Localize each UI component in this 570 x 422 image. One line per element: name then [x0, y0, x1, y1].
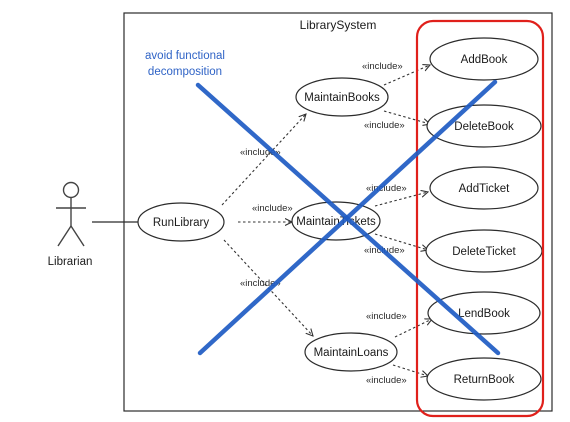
system-title: LibrarySystem — [300, 18, 377, 32]
include-label-books-add: «include» — [362, 61, 403, 72]
librarian-actor: Librarian — [48, 181, 93, 268]
use-case-label: DeleteTicket — [452, 246, 516, 258]
include-label-tickets-add: «include» — [366, 183, 407, 194]
include-arrow-loans-return — [392, 364, 428, 376]
include-arrow-tickets-add — [374, 192, 428, 207]
include-label-books-delete: «include» — [364, 120, 405, 131]
use-case-label: RunLibrary — [153, 217, 209, 229]
use-case-maintain-loans: MaintainLoans — [304, 332, 398, 372]
use-case-maintain-books: MaintainBooks — [295, 77, 389, 117]
annotation-line-1: avoid functional — [145, 50, 225, 62]
use-case-add-book: AddBook — [429, 37, 539, 81]
highlight-frame — [415, 19, 545, 418]
use-case-label: MaintainBooks — [304, 92, 380, 104]
use-case-return-book: ReturnBook — [426, 357, 542, 401]
use-case-lend-book: LendBook — [427, 291, 541, 335]
use-case-label: LendBook — [458, 308, 510, 320]
include-arrow-loans-lend — [394, 319, 432, 338]
use-case-label: ReturnBook — [454, 374, 515, 386]
include-arrow-books-add — [383, 65, 430, 86]
include-label-loans-lend: «include» — [366, 311, 407, 322]
use-case-run-library: RunLibrary — [137, 202, 225, 242]
actor-left-leg — [57, 225, 72, 247]
use-case-label: MaintainLoans — [314, 347, 389, 359]
use-case-delete-ticket: DeleteTicket — [425, 229, 543, 273]
use-case-label: DeleteBook — [454, 121, 514, 133]
use-case-label: AddBook — [461, 54, 508, 66]
cross-out-stroke-right — [197, 79, 498, 356]
use-case-label: AddTicket — [459, 183, 511, 195]
annotation-line-2: decomposition — [148, 66, 222, 78]
use-case-add-ticket: AddTicket — [429, 166, 539, 210]
actor-right-leg — [70, 225, 85, 247]
actor-label: Librarian — [48, 256, 93, 268]
include-arrow-tickets-delete — [374, 233, 428, 250]
include-label-run-tickets: «include» — [252, 203, 293, 214]
include-label-run-loans: «include» — [240, 278, 281, 289]
include-label-run-books: «include» — [240, 147, 281, 158]
actor-head — [62, 181, 80, 199]
include-label-loans-return: «include» — [366, 375, 407, 386]
include-arrow-run-books — [221, 114, 306, 206]
